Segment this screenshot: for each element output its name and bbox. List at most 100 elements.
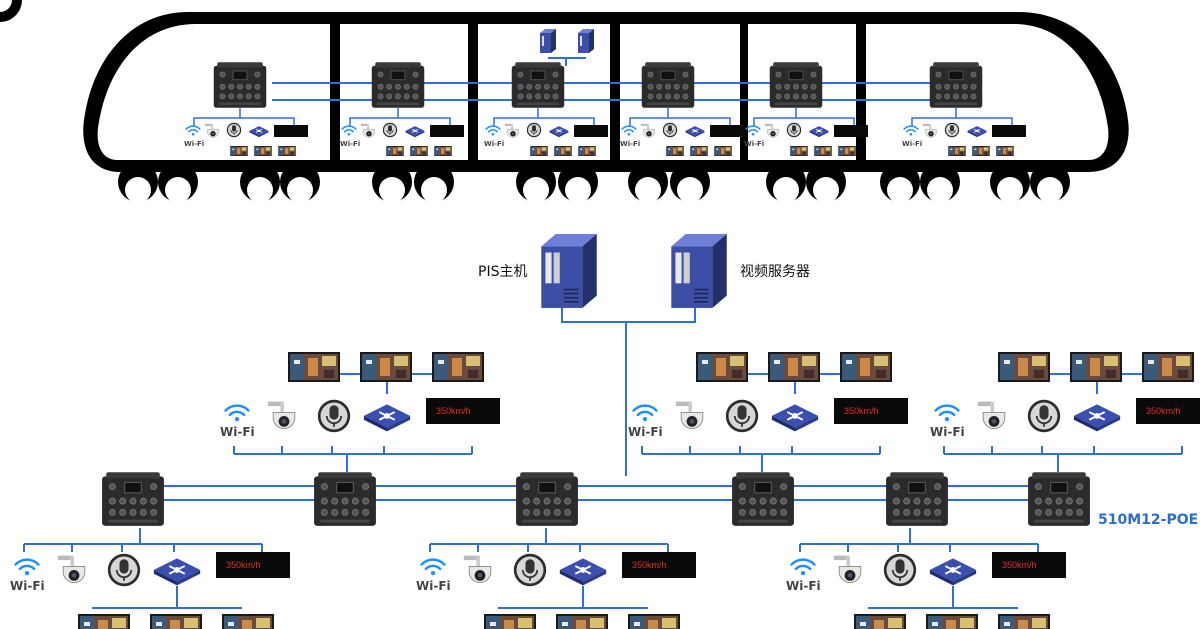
video-server-icon (670, 233, 728, 309)
led-display-icon (426, 398, 500, 424)
led-display-icon (992, 125, 1026, 137)
microphone-icon (786, 122, 802, 138)
led-display-icon (992, 552, 1066, 578)
speed-display-text: 350km/h (632, 560, 667, 570)
lcd-monitor-icon (554, 146, 572, 156)
lcd-monitor-icon (996, 146, 1014, 156)
ptz-camera-icon (57, 555, 86, 584)
speed-display-text: 350km/h (1146, 406, 1181, 416)
car-device-cluster: Wi-Fi (744, 61, 868, 156)
car-device-cluster: Wi-Fi (620, 61, 744, 156)
lcd-monitor-icon (150, 614, 202, 629)
lcd-monitor-icon (998, 352, 1050, 382)
microphone-icon (944, 122, 960, 138)
switch-box-icon (213, 61, 267, 109)
lcd-monitor-icon (840, 352, 892, 382)
switch-box-icon (1027, 471, 1091, 527)
network-switch-icon (152, 557, 202, 587)
microphone-icon (1026, 398, 1062, 434)
lcd-monitor-icon (690, 146, 708, 156)
lcd-monitor-icon (854, 614, 906, 629)
device-clusters: Wi-Fi350km/hWi-Fi350km/hWi-Fi350km/hWi-F… (10, 352, 1200, 629)
network-switch-icon (1072, 403, 1122, 433)
microphone-icon (382, 122, 398, 138)
led-display-icon (274, 125, 308, 137)
device-cluster: Wi-Fi 350km/h (930, 352, 1200, 472)
microphone-icon (106, 552, 142, 588)
wifi-icon (632, 404, 658, 422)
wifi-label: Wi-Fi (902, 140, 922, 148)
server-icon (540, 29, 556, 53)
lcd-monitor-icon (222, 614, 274, 629)
lcd-monitor-icon (838, 146, 856, 156)
switch-box-icon (371, 61, 425, 109)
server-group: PIS主机 视频服务器 (478, 233, 810, 476)
switch-box-icon (313, 471, 377, 527)
wifi-icon (934, 404, 960, 422)
wifi-label: Wi-Fi (930, 425, 965, 439)
ptz-camera-icon (267, 401, 296, 430)
switch-box-icon (511, 61, 565, 109)
wifi-icon (224, 404, 250, 422)
car-device-cluster: Wi-Fi (902, 61, 1026, 156)
lcd-monitor-icon (78, 614, 130, 629)
wifi-label: Wi-Fi (744, 140, 764, 148)
switch-box-icon (769, 61, 823, 109)
lcd-monitor-icon (814, 146, 832, 156)
lcd-monitor-icon (278, 146, 296, 156)
led-display-icon (216, 552, 290, 578)
speed-display-text: 350km/h (436, 406, 471, 416)
wifi-label: Wi-Fi (220, 425, 255, 439)
server-icon (578, 29, 594, 53)
led-display-icon (834, 398, 908, 424)
lcd-monitor-icon (432, 352, 484, 382)
car-device-cluster: Wi-Fi (484, 61, 608, 156)
speed-display-text: 350km/h (844, 406, 879, 416)
lcd-monitor-icon (768, 352, 820, 382)
car-device-cluster: Wi-Fi (340, 61, 464, 156)
pis-server-icon (540, 233, 598, 309)
led-display-icon (1136, 398, 1200, 424)
lcd-monitor-icon (556, 614, 608, 629)
lcd-monitor-icon (288, 352, 340, 382)
lcd-monitor-icon (628, 614, 680, 629)
microphone-icon (512, 552, 548, 588)
switch-box-icon (515, 471, 579, 527)
wifi-label: Wi-Fi (786, 579, 821, 593)
lcd-monitor-icon (360, 352, 412, 382)
led-display-icon (574, 125, 608, 137)
switch-box-icon (929, 61, 983, 109)
switch-model-label: 510M12-POE (1098, 512, 1198, 528)
lcd-monitor-icon (410, 146, 428, 156)
wifi-label: Wi-Fi (340, 140, 360, 148)
lcd-monitor-icon (578, 146, 596, 156)
wifi-label: Wi-Fi (184, 140, 204, 148)
microphone-icon (882, 552, 918, 588)
car-device-cluster: Wi-Fi (184, 61, 308, 156)
microphone-icon (226, 122, 242, 138)
led-display-icon (834, 125, 868, 137)
network-switch-icon (558, 557, 608, 587)
network-switch-icon (928, 557, 978, 587)
lcd-monitor-icon (1142, 352, 1194, 382)
ptz-camera-icon (463, 555, 492, 584)
pis-label: PIS主机 (478, 264, 527, 280)
wifi-label: Wi-Fi (10, 579, 45, 593)
switch-box-icon (641, 61, 695, 109)
speed-display-text: 350km/h (1002, 560, 1037, 570)
microphone-icon (526, 122, 542, 138)
lcd-monitor-icon (948, 146, 966, 156)
lcd-monitor-icon (666, 146, 684, 156)
lcd-monitor-icon (386, 146, 404, 156)
led-display-icon (430, 125, 464, 137)
wifi-icon (790, 558, 816, 576)
lcd-monitor-icon (790, 146, 808, 156)
switch-box-icon (885, 471, 949, 527)
device-cluster: Wi-Fi 350km/h (220, 352, 500, 472)
switch-box-icon (101, 471, 165, 527)
